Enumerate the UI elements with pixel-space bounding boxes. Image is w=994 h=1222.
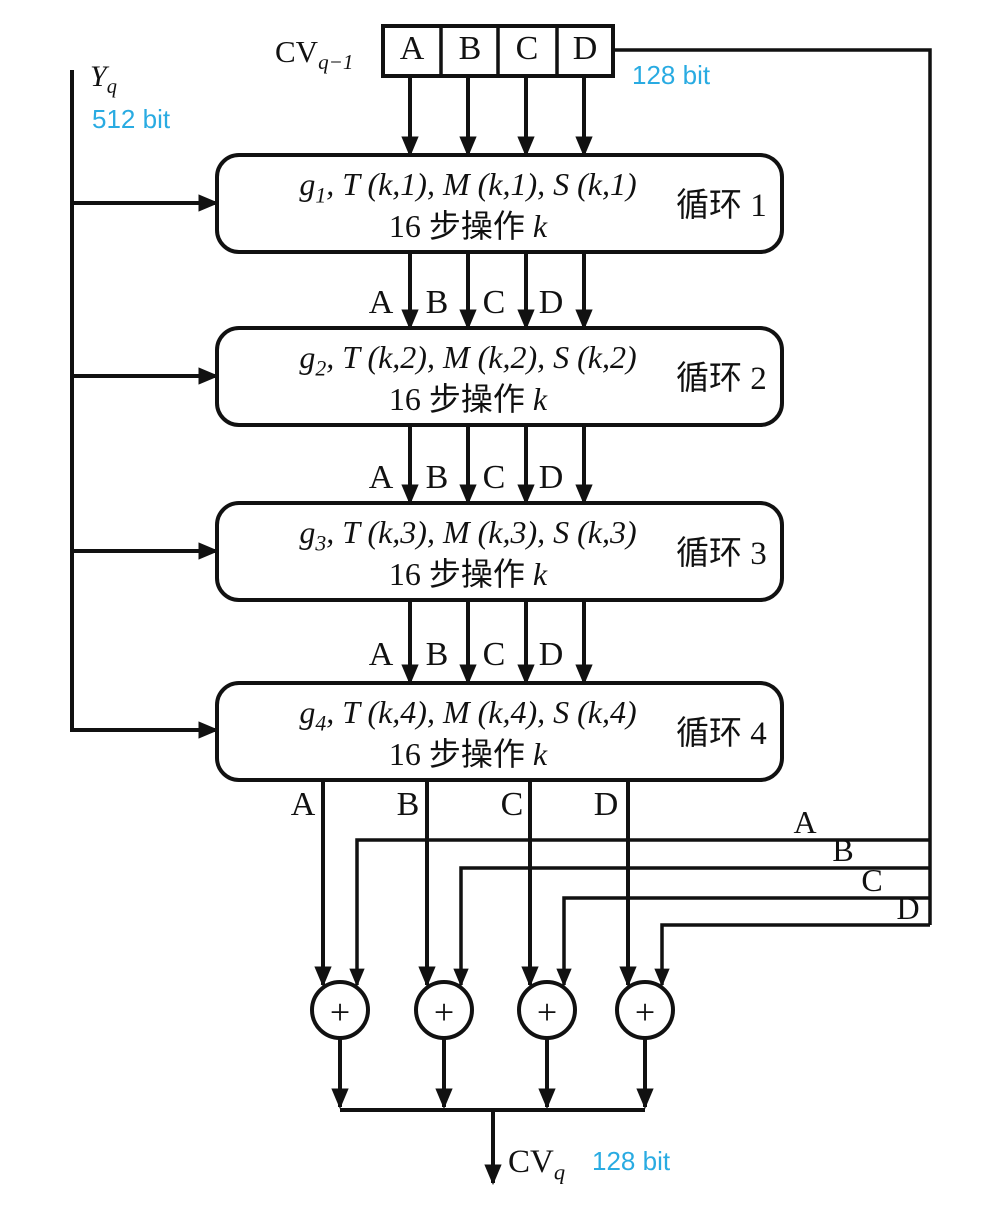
- gap2-label-d: D: [538, 459, 564, 496]
- cv-register-dividers: [439, 26, 559, 76]
- output-label-c: C: [500, 786, 524, 823]
- round2-box: [215, 326, 784, 427]
- gap2-label-b: B: [425, 459, 449, 496]
- feedback-c-line: [556, 896, 930, 987]
- output-label-a: A: [290, 786, 316, 823]
- feedback-d-line: [654, 923, 930, 987]
- adder-d-plus: +: [635, 992, 655, 1032]
- cv-bitwidth-label: 128 bit: [632, 60, 711, 90]
- round3-box: [215, 501, 784, 602]
- gap2-label-a: A: [368, 459, 394, 496]
- yq-bus-line-round4-arrow: [70, 70, 220, 739]
- register-cell-a: A: [399, 30, 425, 67]
- cvq-bitwidth-label: 128 bit: [592, 1146, 671, 1176]
- round3-loop-label: 循环 3: [676, 536, 767, 572]
- round4-box: [215, 681, 784, 782]
- gap3-label-b: B: [425, 636, 449, 673]
- round4-loop-label: 循环 4: [676, 716, 767, 752]
- gap1-label-a: A: [368, 284, 394, 321]
- feedback-label-a: A: [793, 804, 817, 840]
- gap1-label-c: C: [482, 284, 506, 321]
- output-label-b: B: [396, 786, 420, 823]
- cvq-label: CVq: [508, 1144, 566, 1185]
- register-cell-c: C: [515, 30, 539, 67]
- feedback-right-rail: [613, 48, 932, 925]
- yq-label: Yq: [90, 60, 117, 98]
- round2-formula: g2, T (k,2), M (k,2), S (k,2): [299, 339, 637, 381]
- output-label-d: D: [593, 786, 619, 823]
- round2-loop-label: 循环 2: [676, 361, 767, 397]
- feedback-label-b: B: [832, 832, 854, 868]
- round4-formula: g4, T (k,4), M (k,4), S (k,4): [299, 694, 637, 736]
- round1-formula: g1, T (k,1), M (k,1), S (k,1): [299, 166, 637, 208]
- feedback-a-line: [349, 838, 930, 987]
- feedback-b-line: [453, 866, 930, 987]
- gap1-label-d: D: [538, 284, 564, 321]
- adder-c-plus: +: [537, 992, 557, 1032]
- round3-steps: 16 步操作 k: [388, 556, 548, 592]
- gap2-label-c: C: [482, 459, 506, 496]
- gap3-label-a: A: [368, 636, 394, 673]
- adder-a-plus: +: [330, 992, 350, 1032]
- feedback-label-c: C: [861, 862, 883, 898]
- gap1-label-b: B: [425, 284, 449, 321]
- round1-box: [215, 153, 784, 254]
- feedback-label-d: D: [896, 890, 920, 926]
- round2-steps: 16 步操作 k: [388, 381, 548, 417]
- adder-b-plus: +: [434, 992, 454, 1032]
- round4-steps: 16 步操作 k: [388, 736, 548, 772]
- yq-bitwidth-label: 512 bit: [92, 104, 171, 134]
- register-cell-d: D: [572, 30, 598, 67]
- round1-steps: 16 步操作 k: [388, 208, 548, 244]
- round3-formula: g3, T (k,3), M (k,3), S (k,3): [299, 514, 637, 556]
- register-cell-b: B: [458, 30, 482, 67]
- gap3-label-c: C: [482, 636, 506, 673]
- gap3-label-d: D: [538, 636, 564, 673]
- round1-loop-label: 循环 1: [676, 188, 767, 224]
- cv-prev-label: CVq−1: [275, 34, 354, 75]
